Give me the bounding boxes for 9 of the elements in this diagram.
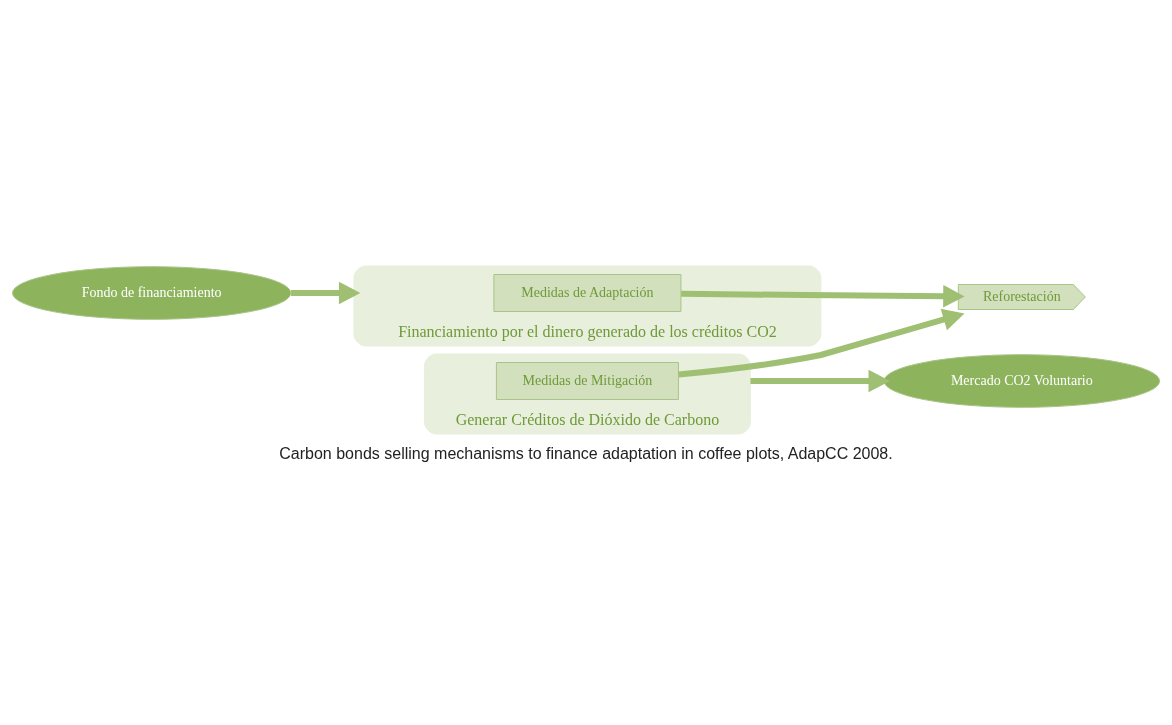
node-ellipse: Mercado CO2 Voluntario (883, 353, 1161, 408)
arrow (750, 369, 890, 392)
caption: Carbon bonds selling mechanisms to finance adaptation in coffee plots, AdapCC 2008. (279, 444, 893, 462)
node-box: Medidas de Mitigación (495, 361, 679, 400)
arrow (678, 308, 965, 377)
arrow (681, 284, 965, 308)
arrow (291, 281, 361, 304)
node-box: Medidas de Adaptación (493, 273, 682, 312)
node-ellipse: Fondo de financiamiento (12, 265, 292, 320)
